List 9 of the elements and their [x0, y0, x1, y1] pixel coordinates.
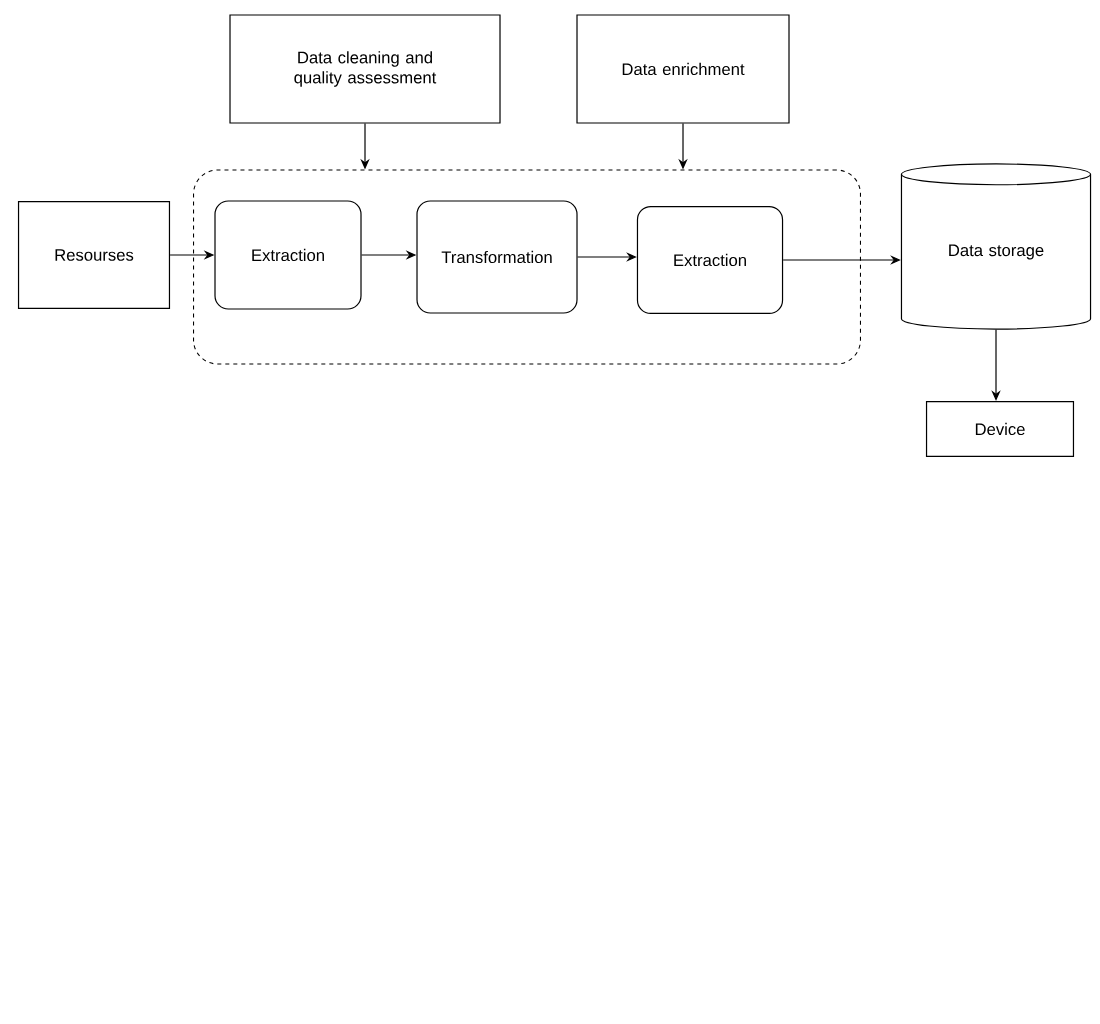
box: Device: [925, 400, 1075, 458]
process-box: Extraction: [214, 200, 362, 310]
process-box: Transformation: [416, 200, 578, 314]
group-frame: [193, 169, 861, 365]
box: Resourses: [17, 200, 171, 310]
box: Data enrichment: [576, 14, 790, 124]
database-cylinder: Data storage: [900, 163, 1092, 330]
process-box: Extraction: [636, 205, 784, 315]
box: Data cleaning and quality assessment: [229, 14, 501, 124]
